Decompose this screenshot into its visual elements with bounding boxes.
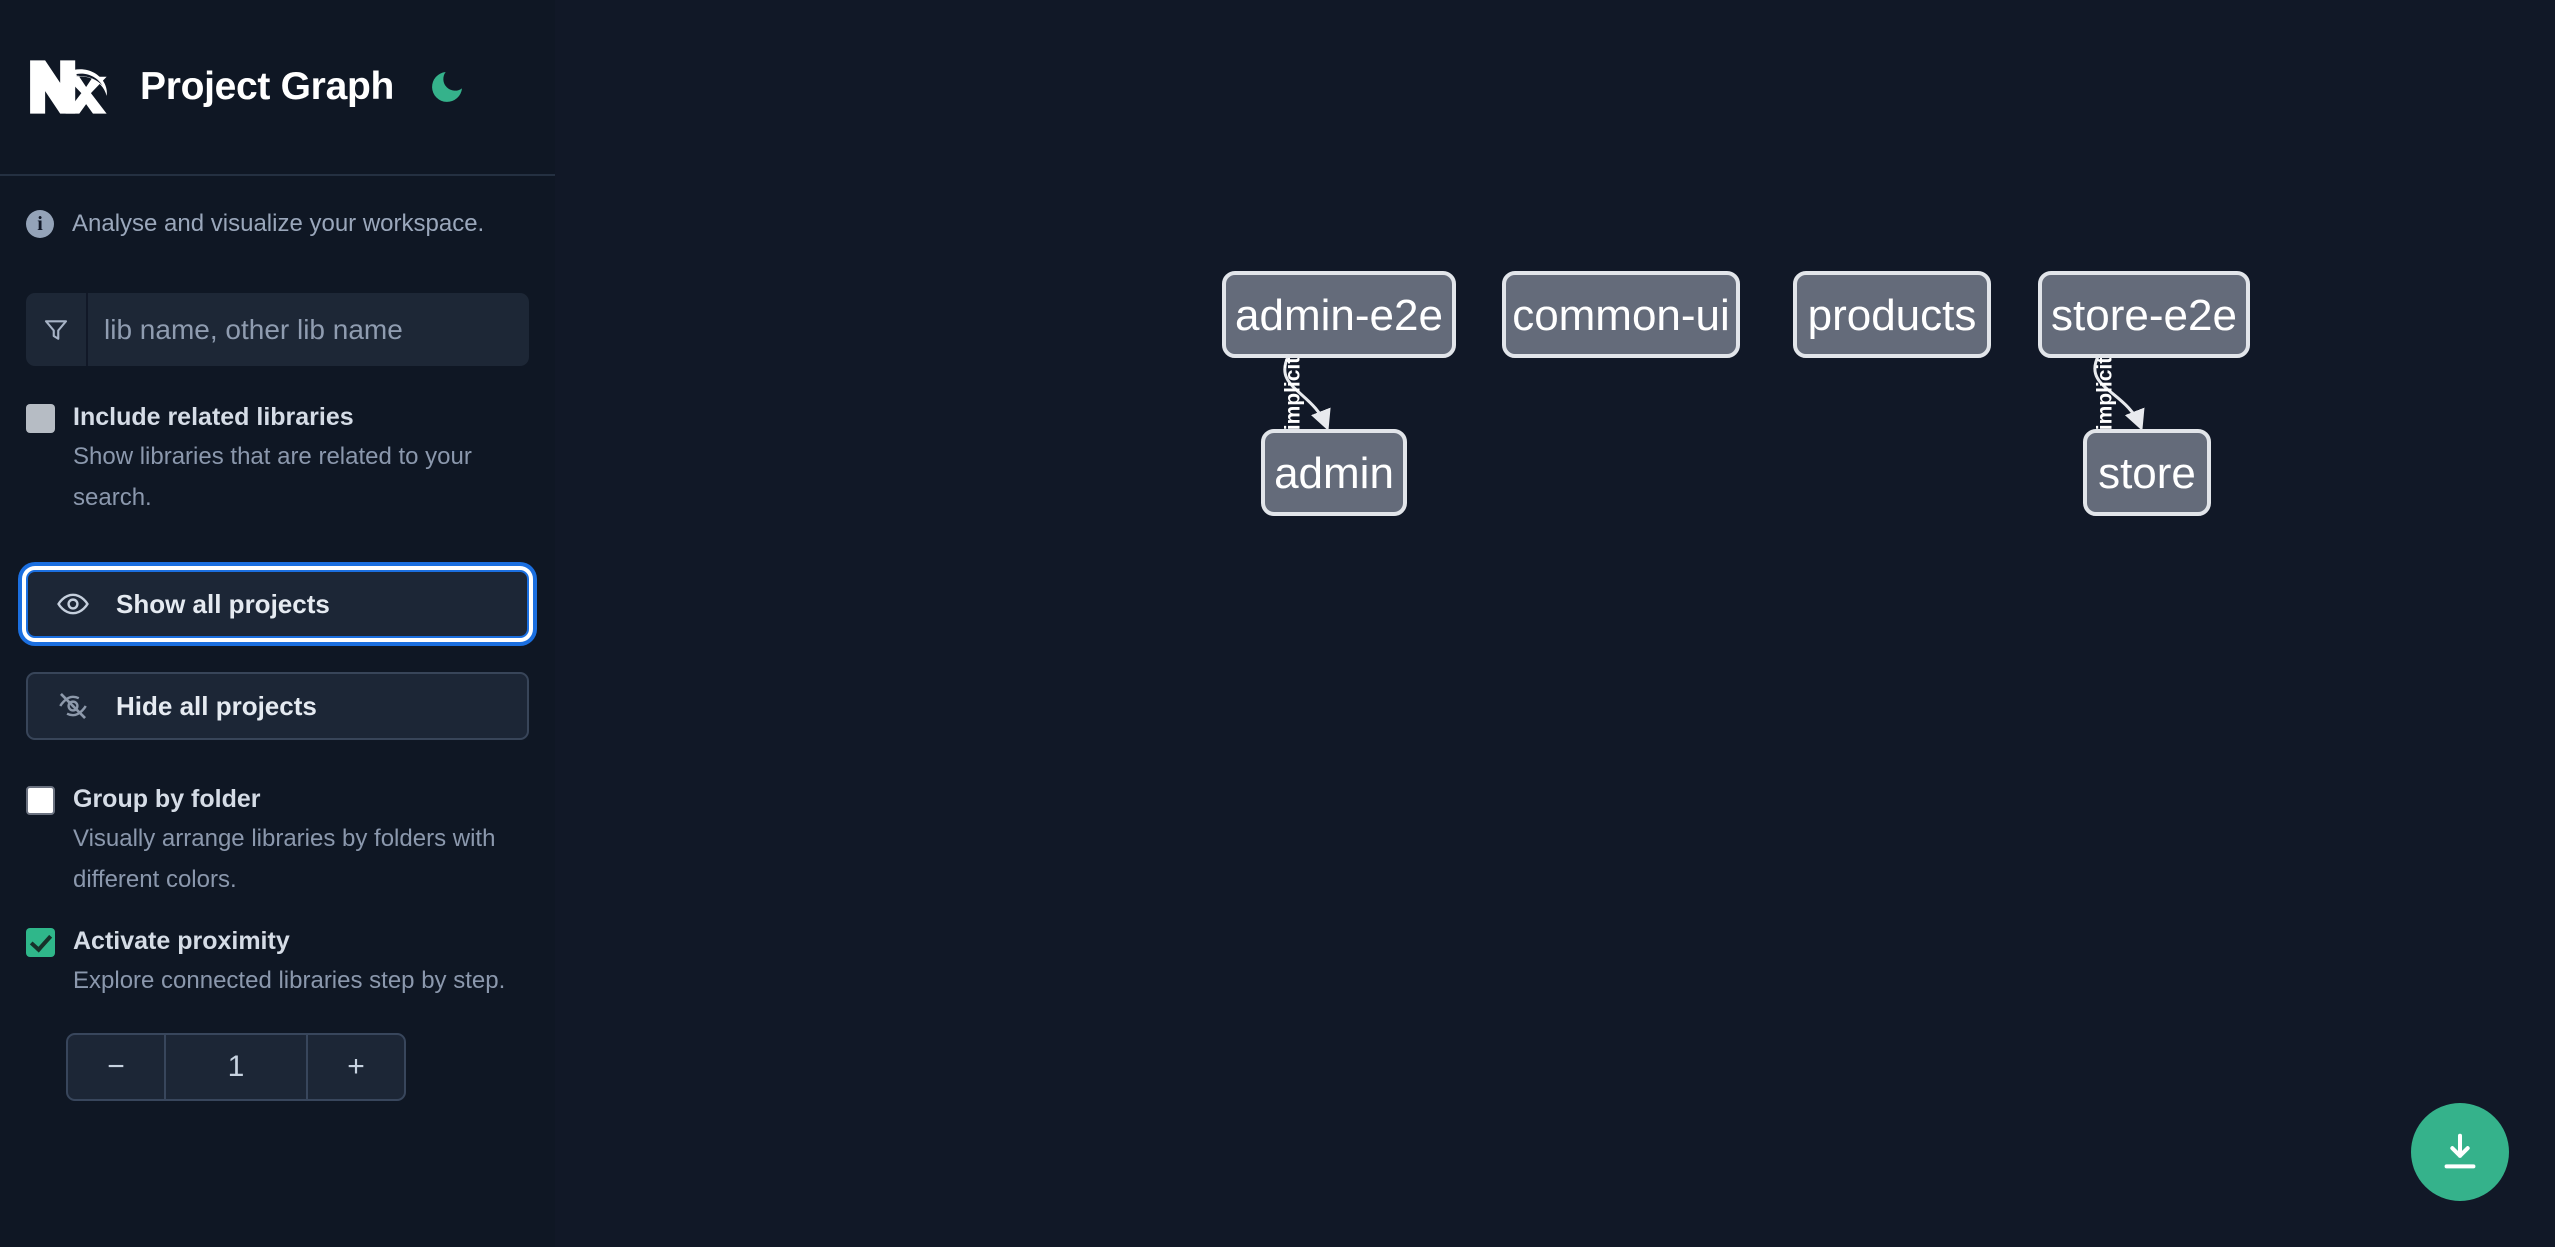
checkbox-include-related-libraries[interactable] — [26, 404, 55, 433]
option-title: Activate proximity — [73, 927, 290, 955]
hide-all-projects-button[interactable]: Hide all projects — [26, 672, 529, 740]
filter-bar — [26, 293, 529, 366]
graph-edge[interactable]: implicit — [1282, 355, 1331, 431]
node-box — [1222, 271, 1456, 358]
node-box — [2083, 429, 2211, 516]
funnel-icon[interactable] — [26, 293, 88, 366]
node-box — [2038, 271, 2250, 358]
graph-node-common-ui[interactable]: common-ui — [1502, 271, 1740, 358]
graph-edge[interactable]: implicit — [2093, 355, 2145, 431]
visibility-buttons: Show all projects Hide all projects — [0, 570, 555, 740]
option-description: Visually arrange libraries by folders wi… — [73, 825, 496, 893]
option-description: Show libraries that are related to your … — [73, 443, 472, 511]
show-all-projects-button[interactable]: Show all projects — [26, 570, 529, 638]
moon-icon[interactable] — [422, 62, 472, 112]
edge-path — [1283, 355, 1331, 431]
workspace-info-text: Analyse and visualize your workspace. — [72, 210, 485, 237]
proximity-increment-button[interactable]: + — [306, 1035, 404, 1099]
edge-label: implicit — [1282, 357, 1305, 431]
download-icon — [2444, 1133, 2476, 1169]
show-all-projects-label: Show all projects — [116, 588, 330, 619]
hide-all-projects-label: Hide all projects — [116, 690, 317, 721]
sidebar-header: Project Graph — [0, 0, 555, 176]
graph-node-products[interactable]: products — [1793, 271, 1991, 358]
graph-edges: implicit implicit — [1282, 355, 2145, 431]
nx-logo — [30, 60, 107, 114]
checkbox-activate-proximity[interactable] — [26, 928, 55, 957]
proximity-decrement-button[interactable]: − — [68, 1035, 166, 1099]
graph-canvas[interactable]: implicit implicit admin-e2e common-ui produ… — [555, 0, 2555, 1247]
checkbox-group-by-folder[interactable] — [26, 786, 55, 815]
node-box — [1502, 271, 1740, 358]
option-title: Include related libraries — [73, 403, 354, 431]
option-activate-proximity: Activate proximity Explore connected lib… — [0, 926, 555, 1001]
graph-node-store-e2e[interactable]: store-e2e — [2038, 271, 2250, 358]
sidebar: Project Graph i Analyse and visualize yo… — [0, 0, 555, 1247]
option-title: Group by folder — [73, 785, 261, 813]
edge-path — [2093, 355, 2145, 431]
download-button[interactable] — [2411, 1103, 2509, 1201]
graph-node-store[interactable]: store — [2083, 429, 2211, 516]
search-input[interactable] — [88, 293, 529, 366]
workspace-info: i Analyse and visualize your workspace. — [0, 176, 555, 238]
option-include-related-libraries: Include related libraries Show libraries… — [0, 402, 555, 518]
option-group-by-folder: Group by folder Visually arrange librari… — [0, 784, 555, 900]
page-title: Project Graph — [140, 65, 394, 108]
proximity-stepper: − 1 + — [66, 1033, 406, 1101]
eye-icon — [57, 593, 89, 615]
graph-node-admin-e2e[interactable]: admin-e2e — [1222, 271, 1456, 358]
graph-svg: implicit implicit admin-e2e common-ui produ… — [1222, 271, 2250, 516]
proximity-value: 1 — [227, 1050, 245, 1083]
eye-off-icon — [59, 693, 87, 719]
node-box — [1793, 271, 1991, 358]
graph-node-admin[interactable]: admin — [1261, 429, 1407, 516]
info-icon: i — [26, 210, 54, 238]
edge-label: implicit — [2094, 357, 2117, 431]
node-box — [1261, 429, 1407, 516]
option-description: Explore connected libraries step by step… — [73, 967, 506, 994]
